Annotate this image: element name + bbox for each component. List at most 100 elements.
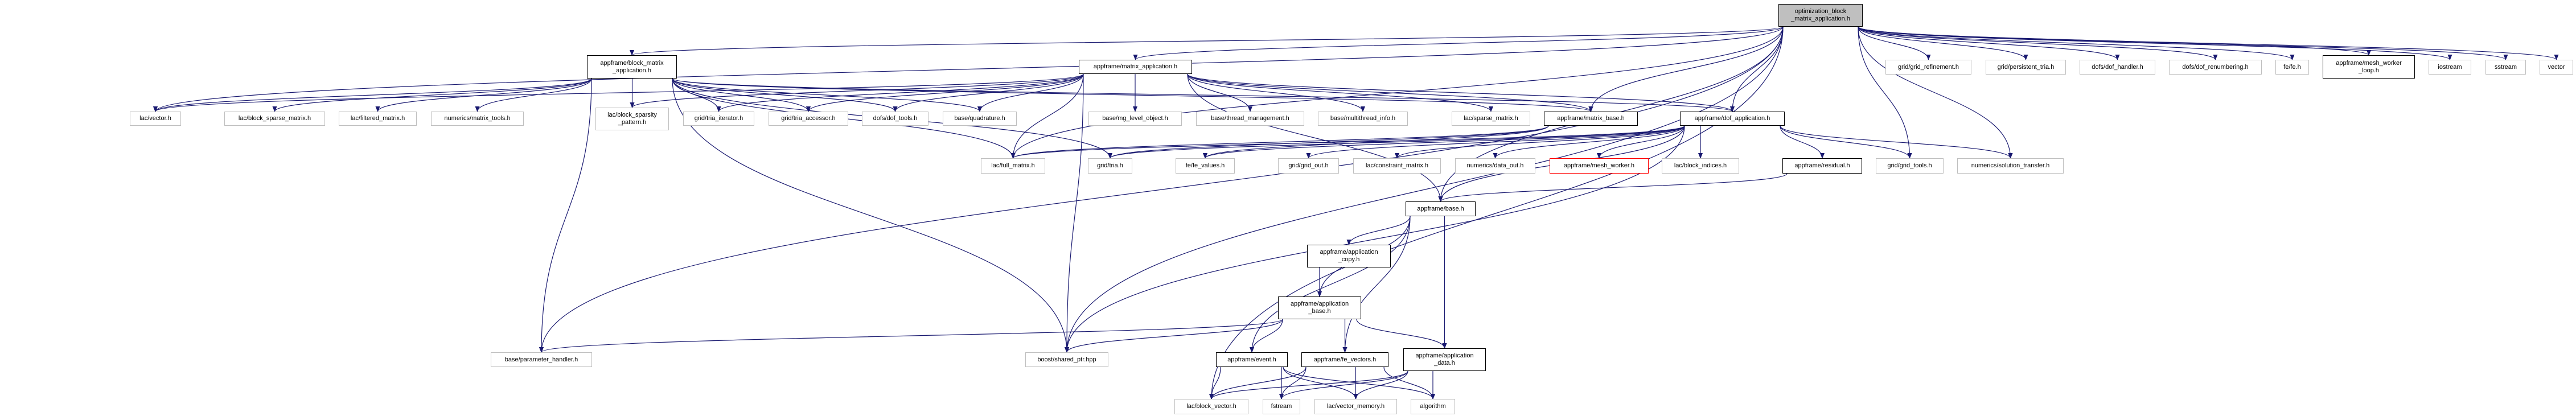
graph-node-acopy[interactable]: appframe/application _copy.h xyxy=(1307,245,1391,267)
edge-bma-to-mt xyxy=(475,78,592,112)
graph-node-base[interactable]: appframe/base.h xyxy=(1406,201,1476,216)
edge-abase-to-ph xyxy=(539,319,1283,353)
graph-node-full: lac/full_matrix.h xyxy=(981,158,1045,174)
graph-node-mti: base/multithread_info.h xyxy=(1318,112,1408,126)
edge-ev-to-vm xyxy=(1283,366,1358,399)
edge-mb-to-full xyxy=(1010,125,1549,159)
graph-node-mwl[interactable]: appframe/mesh_worker _loop.h xyxy=(2323,55,2415,79)
edge-root-to-dh xyxy=(1858,26,2120,60)
edge-bma-to-sp xyxy=(672,78,1069,353)
graph-node-ss: sstream xyxy=(2485,60,2526,75)
edge-root-to-sp xyxy=(1065,26,1784,353)
edge-root-to-st xyxy=(1858,26,2013,159)
graph-node-fs: fstream xyxy=(1263,399,1300,414)
graph-node-fev: fe/fe_values.h xyxy=(1176,158,1235,174)
edge-root-to-fe xyxy=(1858,26,2295,60)
edge-ma-to-mb xyxy=(1187,73,1593,112)
graph-node-mg: base/mg_level_object.h xyxy=(1088,112,1182,126)
edge-ma-to-ti xyxy=(716,73,1084,112)
graph-node-ev[interactable]: appframe/event.h xyxy=(1216,352,1288,367)
graph-node-ad[interactable]: appframe/application _data.h xyxy=(1403,348,1486,371)
edge-da-to-go xyxy=(1306,125,1685,159)
edge-ma-to-mti xyxy=(1187,73,1365,112)
edge-root-to-gt xyxy=(1858,26,1912,159)
edge-bma-to-ta xyxy=(672,78,811,112)
edge-da-to-cm xyxy=(1395,125,1685,159)
edge-ma-to-sp xyxy=(1065,73,1084,353)
edge-ma-to-bsp xyxy=(630,73,1084,108)
edge-da-to-fev xyxy=(1203,125,1685,159)
edge-ma-to-lvec xyxy=(153,73,1084,112)
graph-node-da[interactable]: appframe/dof_application.h xyxy=(1680,112,1785,126)
graph-node-mt: numerics/matrix_tools.h xyxy=(431,112,524,126)
graph-node-ta: grid/tria_accessor.h xyxy=(769,112,848,126)
edge-abase-to-ad xyxy=(1356,319,1447,349)
graph-node-bma[interactable]: appframe/block_matrix _application.h xyxy=(587,55,677,79)
graph-node-res[interactable]: appframe/residual.h xyxy=(1782,158,1862,174)
edge-base-to-ev xyxy=(1250,216,1411,353)
graph-node-sp: boost/shared_ptr.hpp xyxy=(1025,352,1108,367)
graph-node-fv[interactable]: appframe/fe_vectors.h xyxy=(1301,352,1388,367)
edge-ma-to-sm xyxy=(1187,73,1493,112)
edge-root-to-ptria xyxy=(1858,26,2028,60)
graph-node-tm: base/thread_management.h xyxy=(1196,112,1304,126)
graph-node-bsm: lac/block_sparse_matrix.h xyxy=(224,112,325,126)
graph-node-fm: lac/filtered_matrix.h xyxy=(339,112,417,126)
edge-bma-to-ph xyxy=(539,78,592,353)
graph-node-lvec: lac/vector.h xyxy=(130,112,181,126)
edge-da-to-dout xyxy=(1493,125,1685,159)
graph-node-bsp: lac/block_sparsity _pattern.h xyxy=(595,108,669,130)
edge-ad-to-fs xyxy=(1279,370,1408,399)
graph-node-st: numerics/solution_transfer.h xyxy=(1957,158,2064,174)
edge-da-to-gt xyxy=(1780,125,1912,159)
edge-root-to-ph xyxy=(539,26,1784,353)
graph-node-ma[interactable]: appframe/matrix_application.h xyxy=(1079,60,1192,74)
edge-abase-to-sp xyxy=(1065,319,1283,353)
edge-da-to-res xyxy=(1780,125,1825,159)
edge-da-to-mw xyxy=(1597,125,1685,159)
graph-node-fe: fe/fe.h xyxy=(2275,60,2309,75)
edge-root-to-bma xyxy=(630,26,1784,56)
edge-base-to-fv xyxy=(1342,216,1411,353)
edge-ma-to-ta xyxy=(806,73,1084,112)
edge-root-to-vec xyxy=(1858,26,2559,60)
graph-node-ptria: grid/persistent_tria.h xyxy=(1986,60,2066,75)
graph-node-gt: grid/grid_tools.h xyxy=(1876,158,1944,174)
graph-node-mb[interactable]: appframe/matrix_base.h xyxy=(1544,112,1638,126)
edge-ma-to-da xyxy=(1187,73,1735,112)
edge-ma-to-dt xyxy=(893,73,1084,112)
graph-node-abase[interactable]: appframe/application _base.h xyxy=(1278,296,1361,319)
graph-node-dh: dofs/dof_handler.h xyxy=(2080,60,2155,75)
edge-abase-to-ev xyxy=(1250,319,1283,353)
edge-bma-to-fm xyxy=(375,78,592,112)
edge-ad-to-bv xyxy=(1209,370,1408,399)
edge-mb-to-fev xyxy=(1203,125,1549,159)
graph-node-ti: grid/tria_iterator.h xyxy=(683,112,754,126)
edge-bma-to-mb xyxy=(672,78,1593,112)
graph-node-bv: lac/block_vector.h xyxy=(1174,399,1248,414)
edge-bma-to-bsm xyxy=(272,78,592,112)
edge-fv-to-bv xyxy=(1209,366,1307,399)
edge-root-to-mb xyxy=(1588,26,1784,112)
edge-bma-to-dt xyxy=(672,78,898,112)
edge-ad-to-vm xyxy=(1353,370,1408,399)
edge-root-to-da xyxy=(1730,26,1784,112)
graph-node-ph: base/parameter_handler.h xyxy=(491,352,592,367)
edge-fv-to-alg xyxy=(1383,366,1435,399)
edge-bma-to-lvec xyxy=(153,78,592,112)
graph-node-cm: lac/constraint_matrix.h xyxy=(1353,158,1441,174)
edge-bma-to-da xyxy=(672,78,1735,112)
graph-node-go: grid/grid_out.h xyxy=(1278,158,1339,174)
graph-node-vec: vector xyxy=(2540,60,2573,75)
graph-node-mw: appframe/mesh_worker.h xyxy=(1550,158,1649,174)
edge-ma-to-tm xyxy=(1187,73,1252,112)
edge-root-to-ma xyxy=(1133,26,1784,60)
edge-root-to-full xyxy=(1010,26,1784,159)
edge-da-to-full xyxy=(1010,125,1685,159)
graph-node-q: base/quadrature.h xyxy=(943,112,1017,126)
edge-ma-to-q xyxy=(977,73,1084,112)
graph-node-root: optimization_block _matrix_application.h xyxy=(1778,4,1863,27)
edge-da-to-st xyxy=(1780,125,2013,159)
